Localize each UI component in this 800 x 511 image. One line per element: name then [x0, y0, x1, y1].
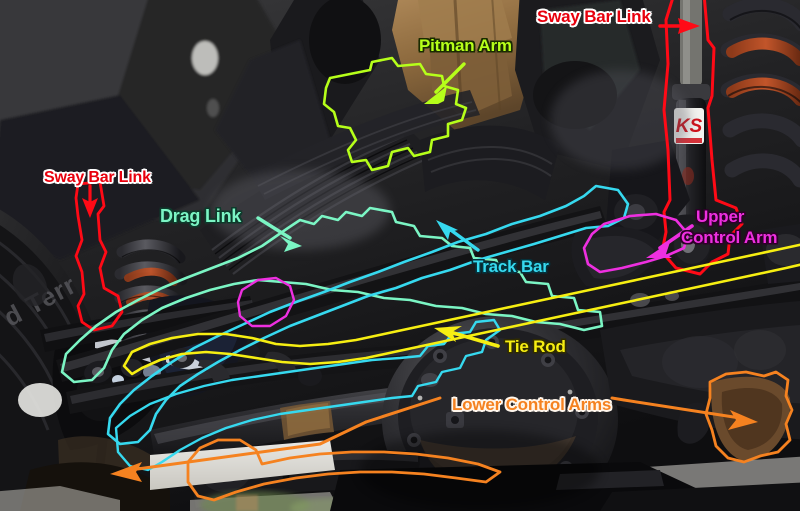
drag-link-outline [60, 206, 604, 384]
upper-control-arm-arrow [658, 224, 694, 250]
drag-link-lower-trace [114, 318, 502, 472]
upper-control-arm-outline [582, 212, 690, 274]
lower-control-arms-arrow-right [622, 398, 742, 420]
lower-control-arms-arrow-right-stem [610, 396, 626, 402]
upper-control-arm-left-outline [236, 276, 296, 328]
sway-bar-link-right-outline [660, 0, 744, 276]
tie-rod-arrow [448, 330, 500, 348]
track-bar-outline [106, 184, 630, 446]
lower-control-arms-arrow-left [364, 396, 442, 424]
lower-control-arm-left-outline [186, 438, 502, 502]
track-bar-arrow [446, 226, 480, 252]
lower-control-arms-arrow-left2 [128, 420, 368, 472]
lower-control-arm-right-outline [704, 370, 794, 464]
pitman-arm-outline [322, 56, 468, 172]
pitman-arm-arrow [434, 62, 466, 94]
drag-link-arrow [256, 216, 292, 240]
sway-bar-link-left-outline [74, 180, 124, 332]
tie-rod-outline [122, 243, 800, 376]
